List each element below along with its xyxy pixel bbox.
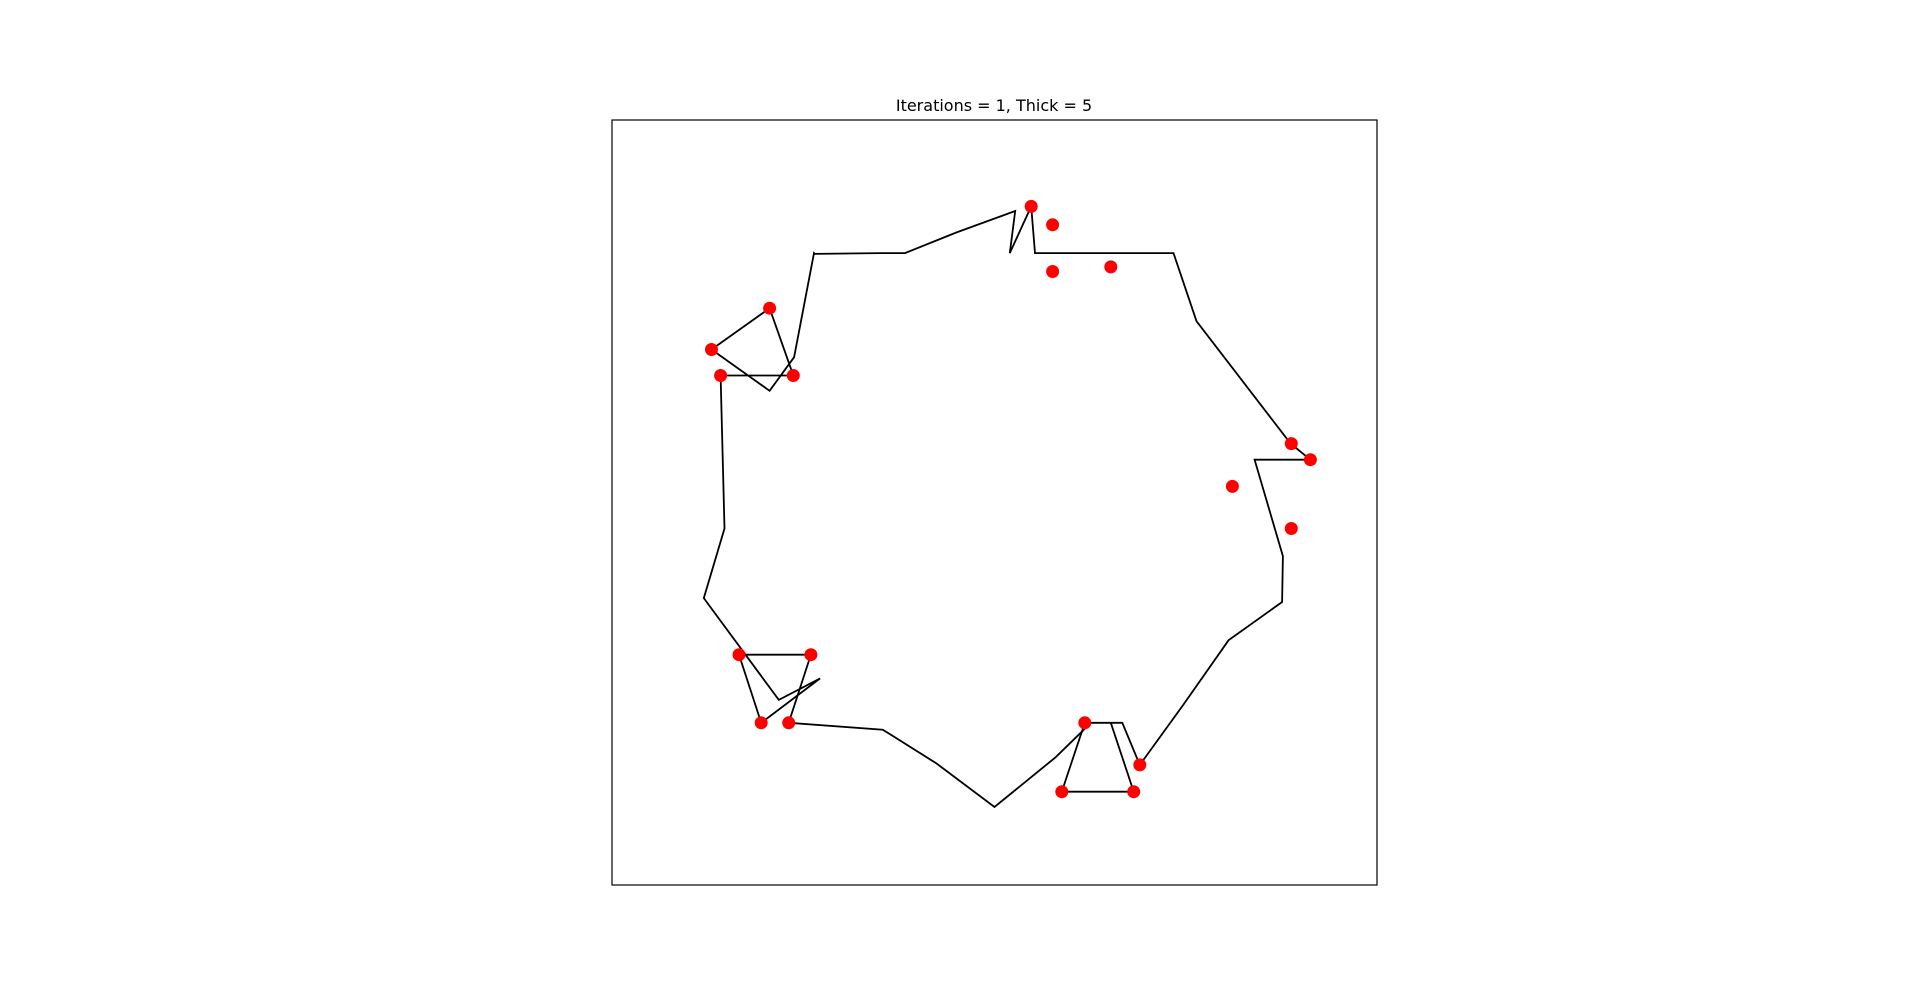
marker-point xyxy=(1225,479,1239,493)
marker-point xyxy=(1127,785,1141,799)
plot-area xyxy=(702,199,1317,809)
plot-frame xyxy=(611,119,1378,886)
series-line xyxy=(702,202,1313,809)
marker-point xyxy=(1303,453,1317,467)
marker-point xyxy=(1046,265,1060,278)
marker-point xyxy=(1046,218,1060,232)
chart-title: Iterations = 1, Thick = 5 xyxy=(896,96,1092,115)
marker-point xyxy=(1133,758,1147,772)
marker-point xyxy=(754,716,768,730)
marker-point xyxy=(786,369,800,382)
marker-point xyxy=(1284,437,1298,451)
marker-point xyxy=(782,716,796,730)
marker-point xyxy=(1104,260,1118,274)
marker-point xyxy=(705,343,718,356)
marker-point xyxy=(763,301,777,315)
marker-point xyxy=(732,648,746,662)
marker-point xyxy=(1055,785,1069,799)
marker-point xyxy=(1024,199,1038,213)
marker-point xyxy=(804,648,818,662)
marker-point xyxy=(1284,522,1298,535)
marker-point xyxy=(714,369,728,382)
marker-point xyxy=(1078,716,1092,730)
